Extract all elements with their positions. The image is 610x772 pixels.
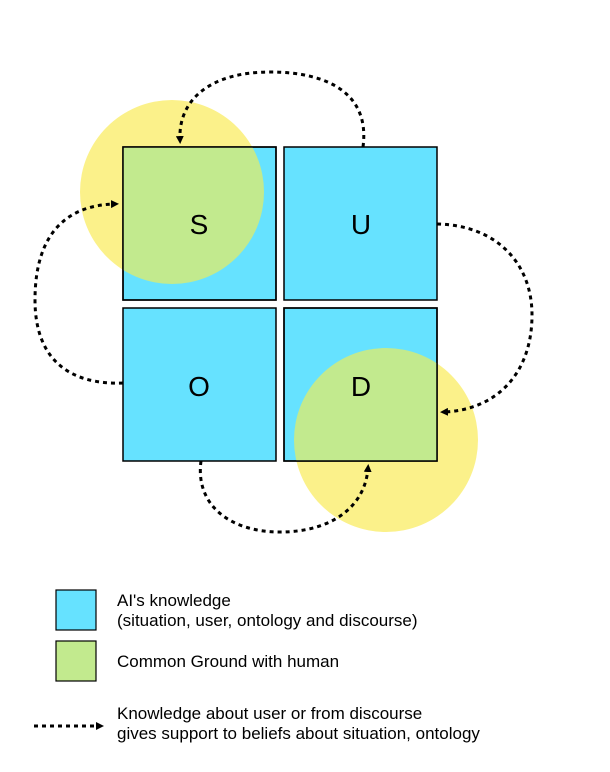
label-o: O [188,371,210,402]
arrow-u-to-d [436,222,534,416]
label-s: S [190,209,209,240]
legend-ai-line2: (situation, user, ontology and discourse… [117,611,418,630]
arrow-o-to-s [33,200,124,385]
legend-ai-line1: AI's knowledge [117,591,231,610]
arrow-o-to-d [198,460,372,534]
quadrant-d-border [283,307,438,462]
legend-common-swatch [55,640,97,682]
quadrant-u [283,146,438,301]
quadrant-s-border [122,146,277,301]
overlap-s [123,147,264,284]
label-u: U [351,209,371,240]
legend-ai-swatch [55,589,97,631]
legend-common-label: Common Ground with human [117,652,339,671]
overlap-d [294,348,437,461]
quadrant-o [122,307,277,462]
legend-support-line2: gives support to beliefs about situation… [117,724,480,743]
label-d: D [351,371,371,402]
legend-support-line1: Knowledge about user or from discourse [117,704,422,723]
arrow-u-to-s [175,70,366,148]
